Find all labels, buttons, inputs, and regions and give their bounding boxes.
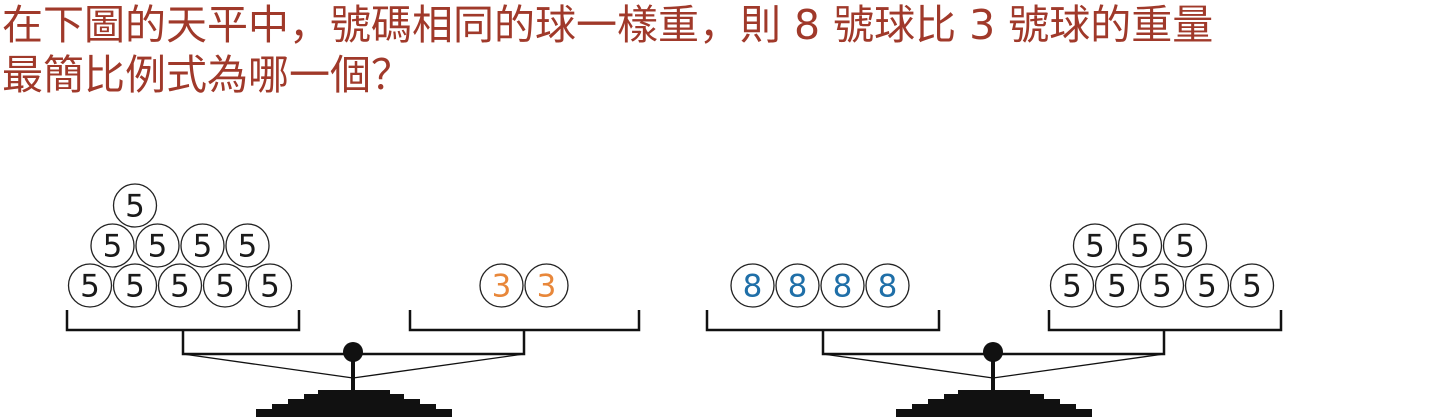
question-line-2: 最簡比例式為哪一個？ bbox=[2, 51, 412, 99]
ball-5: 5 bbox=[1184, 263, 1230, 308]
ball-5: 5 bbox=[1072, 223, 1118, 268]
ball-outline bbox=[865, 263, 910, 308]
left-scale-base bbox=[256, 390, 452, 417]
ball-5: 5 bbox=[112, 183, 158, 228]
ball-5: 5 bbox=[247, 263, 293, 308]
ball-number: 5 bbox=[1085, 229, 1105, 265]
ball-number: 5 bbox=[1062, 269, 1082, 305]
ball-number: 5 bbox=[103, 229, 123, 265]
ball-outline bbox=[247, 263, 293, 308]
ball-number: 5 bbox=[1130, 229, 1150, 265]
ball-number: 5 bbox=[193, 229, 213, 265]
ball-number: 5 bbox=[125, 189, 145, 225]
ball-outline bbox=[775, 263, 820, 308]
ball-5: 5 bbox=[157, 263, 203, 308]
ball-outline bbox=[1049, 263, 1095, 308]
ball-outline bbox=[112, 263, 158, 308]
ball-outline bbox=[479, 263, 524, 308]
ball-5: 5 bbox=[90, 223, 135, 268]
ball-5: 5 bbox=[135, 223, 180, 268]
ball-number: 8 bbox=[788, 269, 808, 305]
ball-5: 5 bbox=[1229, 263, 1275, 308]
ball-outline bbox=[1162, 223, 1208, 268]
ball-5: 5 bbox=[112, 263, 158, 308]
ball-number: 8 bbox=[743, 269, 763, 305]
ball-outline bbox=[1184, 263, 1230, 308]
ball-number: 3 bbox=[492, 269, 512, 305]
ball-number: 5 bbox=[170, 269, 190, 305]
ball-3: 3 bbox=[479, 263, 524, 308]
left-scale-right-pan bbox=[408, 310, 641, 332]
ball-8: 8 bbox=[730, 263, 775, 308]
ball-number: 5 bbox=[238, 229, 258, 265]
ball-number: 5 bbox=[148, 229, 168, 265]
right-scale-pivot bbox=[983, 342, 1003, 362]
ball-number: 5 bbox=[1242, 269, 1262, 305]
ball-outline bbox=[730, 263, 775, 308]
ball-number: 5 bbox=[1197, 269, 1217, 305]
ball-5: 5 bbox=[202, 263, 248, 308]
ball-number: 5 bbox=[1107, 269, 1127, 305]
ball-outline bbox=[1139, 263, 1185, 308]
ball-outline bbox=[1229, 263, 1275, 308]
ball-5: 5 bbox=[225, 223, 270, 268]
ball-outline bbox=[135, 223, 180, 268]
ball-8: 8 bbox=[775, 263, 820, 308]
ball-5: 5 bbox=[180, 223, 225, 268]
ball-5: 5 bbox=[1117, 223, 1163, 268]
ball-outline bbox=[112, 183, 158, 228]
ball-number: 8 bbox=[878, 269, 898, 305]
ball-3: 3 bbox=[524, 263, 569, 308]
ball-number: 5 bbox=[215, 269, 235, 305]
ball-number: 5 bbox=[260, 269, 280, 305]
ball-number: 5 bbox=[80, 269, 100, 305]
left-scale-left-pan bbox=[65, 310, 301, 332]
ball-outline bbox=[820, 263, 865, 308]
ball-5: 5 bbox=[1094, 263, 1140, 308]
ball-5: 5 bbox=[1049, 263, 1095, 308]
right-scale-right-pan bbox=[1047, 310, 1283, 332]
right-scale-base bbox=[896, 390, 1092, 417]
ball-8: 8 bbox=[820, 263, 865, 308]
ball-number: 8 bbox=[833, 269, 853, 305]
ball-outline bbox=[524, 263, 569, 308]
right-scale bbox=[705, 310, 1283, 417]
left-scale-pivot bbox=[343, 342, 363, 362]
question-text: 在下圖的天平中，號碼相同的球一樣重，則 8 號球比 3 號球的重量 最簡比例式為… bbox=[2, 0, 1435, 100]
ball-outline bbox=[1072, 223, 1118, 268]
ball-8: 8 bbox=[865, 263, 910, 308]
ball-outline bbox=[1094, 263, 1140, 308]
ball-outline bbox=[202, 263, 248, 308]
ball-outline bbox=[180, 223, 225, 268]
ball-outline bbox=[225, 223, 270, 268]
ball-outline bbox=[157, 263, 203, 308]
ball-outline bbox=[1117, 223, 1163, 268]
ball-outline bbox=[67, 263, 113, 308]
ball-5: 5 bbox=[67, 263, 113, 308]
ball-5: 5 bbox=[1162, 223, 1208, 268]
ball-outline bbox=[90, 223, 135, 268]
ball-5: 5 bbox=[1139, 263, 1185, 308]
right-scale-left-pan bbox=[705, 310, 941, 332]
ball-number: 5 bbox=[125, 269, 145, 305]
ball-number: 5 bbox=[1175, 229, 1195, 265]
ball-number: 5 bbox=[1152, 269, 1172, 305]
left-scale bbox=[65, 310, 641, 417]
ball-number: 3 bbox=[537, 269, 557, 305]
question-line-1: 在下圖的天平中，號碼相同的球一樣重，則 8 號球比 3 號球的重量 bbox=[2, 1, 1214, 49]
